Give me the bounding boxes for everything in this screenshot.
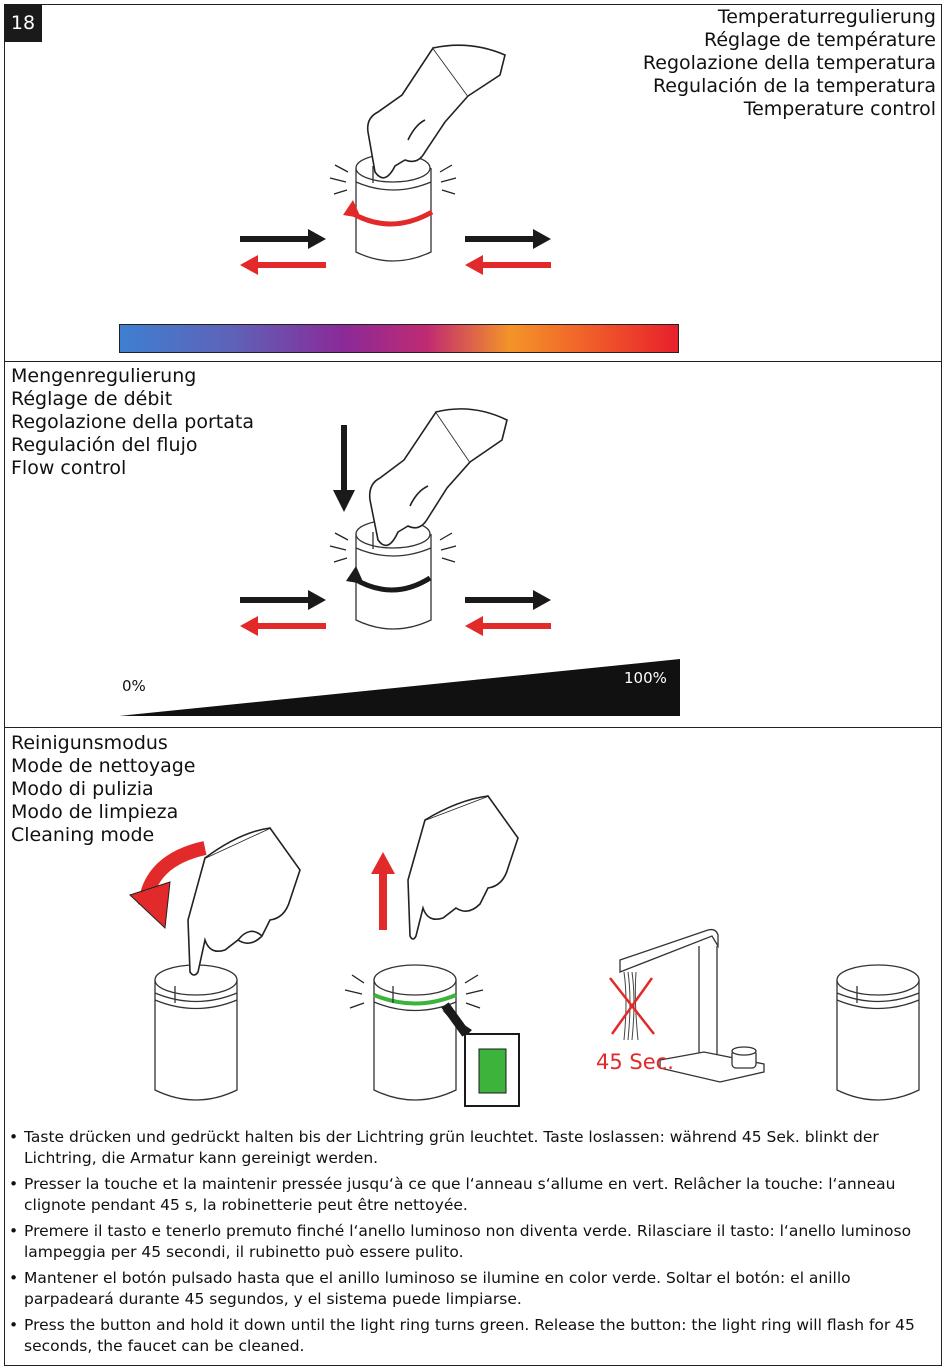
section-divider bbox=[4, 361, 942, 362]
section-divider bbox=[4, 727, 942, 728]
knob-illustration bbox=[836, 964, 920, 1101]
instruction-de: Taste drücken und gedrückt halten bis de… bbox=[9, 1127, 934, 1169]
direction-arrow-red bbox=[240, 255, 551, 275]
up-arrow-red bbox=[371, 852, 395, 930]
flow-max-label: 100% bbox=[624, 669, 667, 687]
instruction-it: Premere il tasto e tenerlo premuto finch… bbox=[9, 1221, 934, 1263]
temperature-gradient-bar bbox=[119, 324, 679, 353]
title-fr: Réglage de débit bbox=[11, 388, 173, 410]
title-es: Modo de limpieza bbox=[11, 801, 179, 823]
hand-icon bbox=[368, 408, 508, 547]
hand-icon bbox=[407, 795, 519, 940]
page-frame bbox=[4, 4, 942, 1366]
instruction-list: Taste drücken und gedrückt halten bis de… bbox=[9, 1127, 934, 1362]
title-es: Regulación del flujo bbox=[11, 434, 198, 456]
curved-arrow-red bbox=[129, 841, 207, 930]
no-water-cross-icon bbox=[609, 977, 655, 1035]
flow-ramp bbox=[119, 659, 680, 716]
title-fr: Réglage de température bbox=[703, 29, 936, 51]
title-it: Regolazione della portata bbox=[11, 411, 254, 433]
direction-arrow-red bbox=[240, 616, 551, 636]
page-number-badge: 18 bbox=[4, 4, 42, 42]
knob-illustration bbox=[373, 964, 457, 1101]
hand-icon bbox=[187, 826, 301, 976]
direction-arrow-black bbox=[240, 229, 551, 249]
title-es: Regulación de la temperatura bbox=[652, 75, 936, 97]
glow-lines bbox=[344, 974, 484, 1009]
direction-arrow-black bbox=[240, 590, 551, 610]
glow-lines bbox=[329, 164, 457, 195]
title-de: Mengenregulierung bbox=[11, 365, 197, 387]
duration-label: 45 Sec. bbox=[596, 1050, 674, 1074]
title-en: Flow control bbox=[11, 457, 127, 479]
instruction-es: Mantener el botón pulsado hasta que el a… bbox=[9, 1268, 934, 1310]
instruction-fr: Presser la touche et la maintenir pressé… bbox=[9, 1174, 934, 1216]
title-de: Temperaturregulierung bbox=[717, 6, 936, 28]
title-en: Temperature control bbox=[743, 98, 936, 120]
rotate-arrow-red bbox=[348, 209, 434, 227]
faucet-icon bbox=[619, 928, 765, 1083]
title-it: Modo di pulizia bbox=[11, 778, 154, 800]
glow-lines bbox=[329, 532, 457, 563]
cleaning-titles: Reinigunsmodus Mode de nettoyage Modo di… bbox=[11, 732, 196, 847]
instruction-en: Press the button and hold it down until … bbox=[9, 1315, 934, 1357]
knob-illustration bbox=[154, 964, 238, 1101]
hand-icon bbox=[366, 44, 506, 179]
flow-min-label: 0% bbox=[122, 677, 146, 695]
title-fr: Mode de nettoyage bbox=[11, 755, 196, 777]
flow-titles: Mengenregulierung Réglage de débit Regol… bbox=[11, 365, 254, 480]
rotate-arrow-black bbox=[351, 575, 432, 593]
title-it: Regolazione della temperatura bbox=[642, 52, 936, 74]
zoom-callout bbox=[441, 1002, 520, 1107]
push-arrow-black bbox=[333, 425, 355, 512]
title-de: Reinigunsmodus bbox=[11, 732, 168, 754]
title-en: Cleaning mode bbox=[11, 824, 155, 846]
temperature-titles: Temperaturregulierung Réglage de tempéra… bbox=[643, 6, 936, 121]
